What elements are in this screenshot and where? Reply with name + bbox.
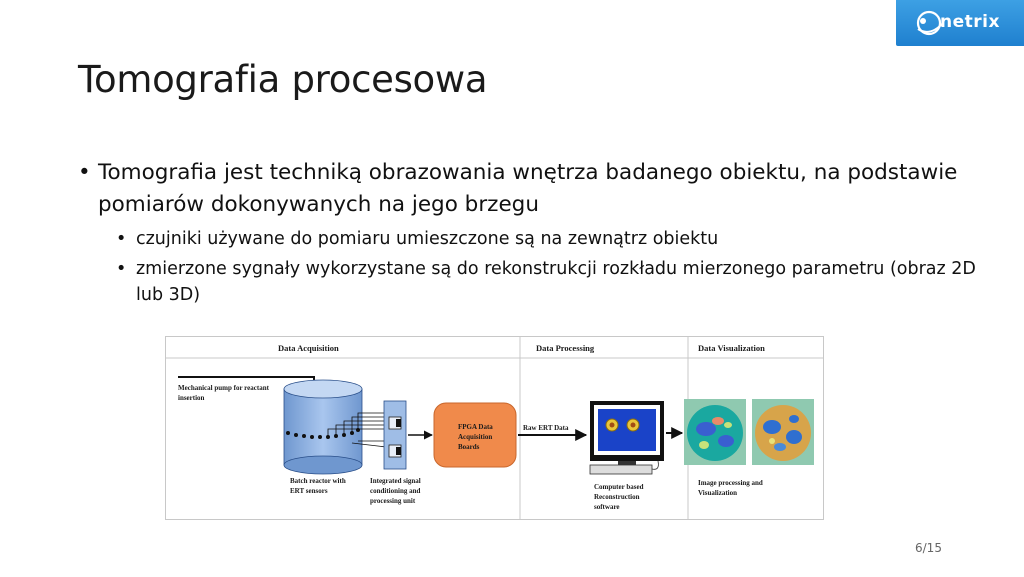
computer-label-line2: Reconstruction bbox=[594, 493, 640, 501]
tomography-diagram: Data Acquisition Data Processing Data Vi… bbox=[165, 336, 824, 520]
slide-title: Tomografia procesowa bbox=[78, 58, 488, 101]
image-label-line1: Image processing and bbox=[698, 479, 763, 487]
reactor-label-line1: Batch reactor with bbox=[290, 477, 346, 485]
computer-icon bbox=[589, 401, 664, 475]
logo-swoosh-icon bbox=[916, 10, 944, 36]
bullet-list: Tomografia jest techniką obrazowania wnę… bbox=[78, 157, 978, 308]
sub-bullet-2: zmierzone sygnały wykorzystane są do rek… bbox=[116, 256, 978, 308]
computer-label-line3: software bbox=[594, 503, 620, 511]
signal-label-line1: Integrated signal bbox=[370, 477, 421, 485]
fpga-box bbox=[433, 402, 517, 468]
reconstruction-image-2 bbox=[752, 399, 814, 465]
diagram-canvas: Data Acquisition Data Processing Data Vi… bbox=[166, 337, 823, 519]
sensor-wires bbox=[327, 412, 387, 448]
page-number: 6/15 bbox=[915, 541, 942, 555]
batch-reactor bbox=[283, 379, 363, 475]
fpga-label-line3: Boards bbox=[458, 443, 480, 451]
reactor-label-line2: ERT sensors bbox=[290, 487, 328, 495]
section-data-processing: Data Processing bbox=[536, 343, 595, 353]
signal-label-line2: conditioning and bbox=[370, 487, 420, 495]
signal-unit bbox=[383, 400, 407, 470]
computer-label-line1: Computer based bbox=[594, 483, 644, 491]
pump-label-line1: Mechanical pump for reactant bbox=[178, 384, 270, 392]
signal-label-line3: processing unit bbox=[370, 497, 416, 505]
netrix-logo: netrix bbox=[896, 0, 1024, 46]
sub-bullet-1: czujniki używane do pomiaru umieszczone … bbox=[116, 226, 978, 252]
fpga-label-line2: Acquisition bbox=[458, 433, 492, 441]
pump-label-line2: insertion bbox=[178, 394, 205, 402]
fpga-label-line1: FPGA Data bbox=[458, 423, 493, 431]
logo-text: netrix bbox=[940, 12, 1000, 32]
bullet-main: Tomografia jest techniką obrazowania wnę… bbox=[78, 157, 978, 221]
raw-data-label: Raw ERT Data bbox=[523, 424, 569, 432]
image-label-line2: Visualization bbox=[698, 489, 737, 497]
section-data-acquisition: Data Acquisition bbox=[278, 343, 339, 353]
section-data-visualization: Data Visualization bbox=[698, 343, 765, 353]
reconstruction-image-1 bbox=[684, 399, 746, 465]
